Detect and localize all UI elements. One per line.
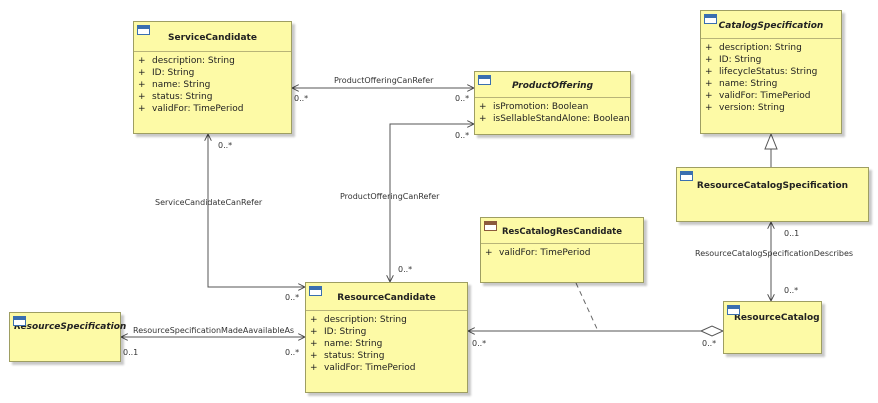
attribute-row: +validFor: TimePeriod [310,363,416,373]
class-name: ResourceCatalogSpecification [696,181,849,191]
resource-specification-class[interactable]: ResourceSpecification [9,312,127,362]
aggregation-diamond [699,325,725,337]
attribute-row: +version: String [705,103,785,113]
class-header: CatalogSpecification [701,11,841,39]
class-name: ServiceCandidate [168,33,257,43]
attribute-row: +ID: String [705,55,762,65]
attribute-row: +status: String [310,351,385,361]
attribute-row: +name: String [705,79,778,89]
class-icon [680,171,693,181]
resource-catalog-specification-class[interactable]: ResourceCatalogSpecification [676,167,869,222]
attribute-row: +validFor: TimePeriod [138,104,244,114]
attribute-row: +description: String [705,43,802,53]
class-icon [484,221,497,231]
class-header: ResourceCandidate [306,283,467,311]
attribute-list: +description: String +ID: String +name: … [306,311,467,374]
association-class-dashed-link [575,282,599,332]
product-offering-can-refer-mid-mult-top: 0..* [455,131,469,140]
attribute-row: +validFor: TimePeriod [485,248,591,258]
attribute-row: +name: String [138,80,211,90]
attribute-row: +ID: String [138,68,195,78]
resource-candidate-class[interactable]: ResourceCandidate +description: String +… [305,282,468,393]
service-candidate-can-refer-mult-top: 0..* [218,141,232,150]
product-offering-can-refer-top-mult-right: 0..* [455,94,469,103]
class-header: ProductOffering [475,72,630,98]
attribute-row: +description: String [138,56,235,66]
attribute-row: +validFor: TimePeriod [705,91,811,101]
resource-catalog-specification-describes-mult-top: 0..1 [784,229,799,238]
product-offering-can-refer-top-mult-left: 0..* [294,94,308,103]
catalog-specification-class[interactable]: CatalogSpecification +description: Strin… [700,10,842,134]
resource-specification-made-available-as-mult-left: 0..1 [123,348,138,357]
class-icon [13,316,26,326]
attribute-row: +lifecycleStatus: String [705,67,818,77]
product-offering-can-refer-mid-mult-bottom: 0..* [398,265,412,274]
class-name: ResourceCandidate [337,293,436,303]
attribute-list: +validFor: TimePeriod [481,244,643,259]
resource-catalog-specification-describes-label: ResourceCatalogSpecificationDescribes [695,249,853,258]
class-icon [309,286,322,296]
class-name: CatalogSpecification [718,21,824,31]
class-header: ServiceCandidate [134,22,291,52]
res-catalog-res-candidate-mult-left: 0..* [472,339,486,348]
res-catalog-res-candidate-class[interactable]: ResCatalogResCandidate +validFor: TimePe… [480,217,644,283]
attribute-list: +description: String +ID: String +name: … [134,52,291,115]
class-header: ResCatalogResCandidate [481,218,643,244]
res-catalog-res-candidate-mult-right: 0..* [702,339,716,348]
product-offering-can-refer-mid-label: ProductOfferingCanRefer [340,192,440,201]
class-icon [137,25,150,35]
attribute-row: +description: String [310,315,407,325]
attribute-list: +isPromotion: Boolean +isSellableStandAl… [475,98,630,125]
attribute-row: +name: String [310,339,383,349]
resource-catalog-specification-describes-mult-bottom: 0..* [784,286,798,295]
generalization-triangle [764,132,778,150]
service-candidate-class[interactable]: ServiceCandidate +description: String +I… [133,21,292,134]
class-icon [478,75,491,85]
resource-specification-made-available-as-mult-right: 0..* [285,348,299,357]
service-candidate-can-refer-line [208,134,305,287]
product-offering-can-refer-mid-line [390,124,474,282]
attribute-row: +status: String [138,92,213,102]
class-icon [727,305,740,315]
class-icon [704,14,717,24]
attribute-row: +isSellableStandAlone: Boolean [479,114,630,124]
resource-specification-made-available-as-label: ResourceSpecificationMadeAavailableAs [133,326,294,335]
product-offering-class[interactable]: ProductOffering +isPromotion: Boolean +i… [474,71,631,135]
class-name: ResCatalogResCandidate [501,227,623,237]
class-name: ProductOffering [511,81,594,91]
service-candidate-can-refer-label: ServiceCandidateCanRefer [155,198,263,207]
attribute-list: +description: String +ID: String +lifecy… [701,39,841,114]
attribute-row: +isPromotion: Boolean [479,102,589,112]
class-name: ResourceSpecification [14,322,127,332]
service-candidate-can-refer-mult-bottom: 0..* [285,293,299,302]
class-name: ResourceCatalog [734,313,820,323]
resource-catalog-class[interactable]: ResourceCatalog [723,301,822,354]
product-offering-can-refer-top-label: ProductOfferingCanRefer [334,76,434,85]
attribute-row: +ID: String [310,327,367,337]
